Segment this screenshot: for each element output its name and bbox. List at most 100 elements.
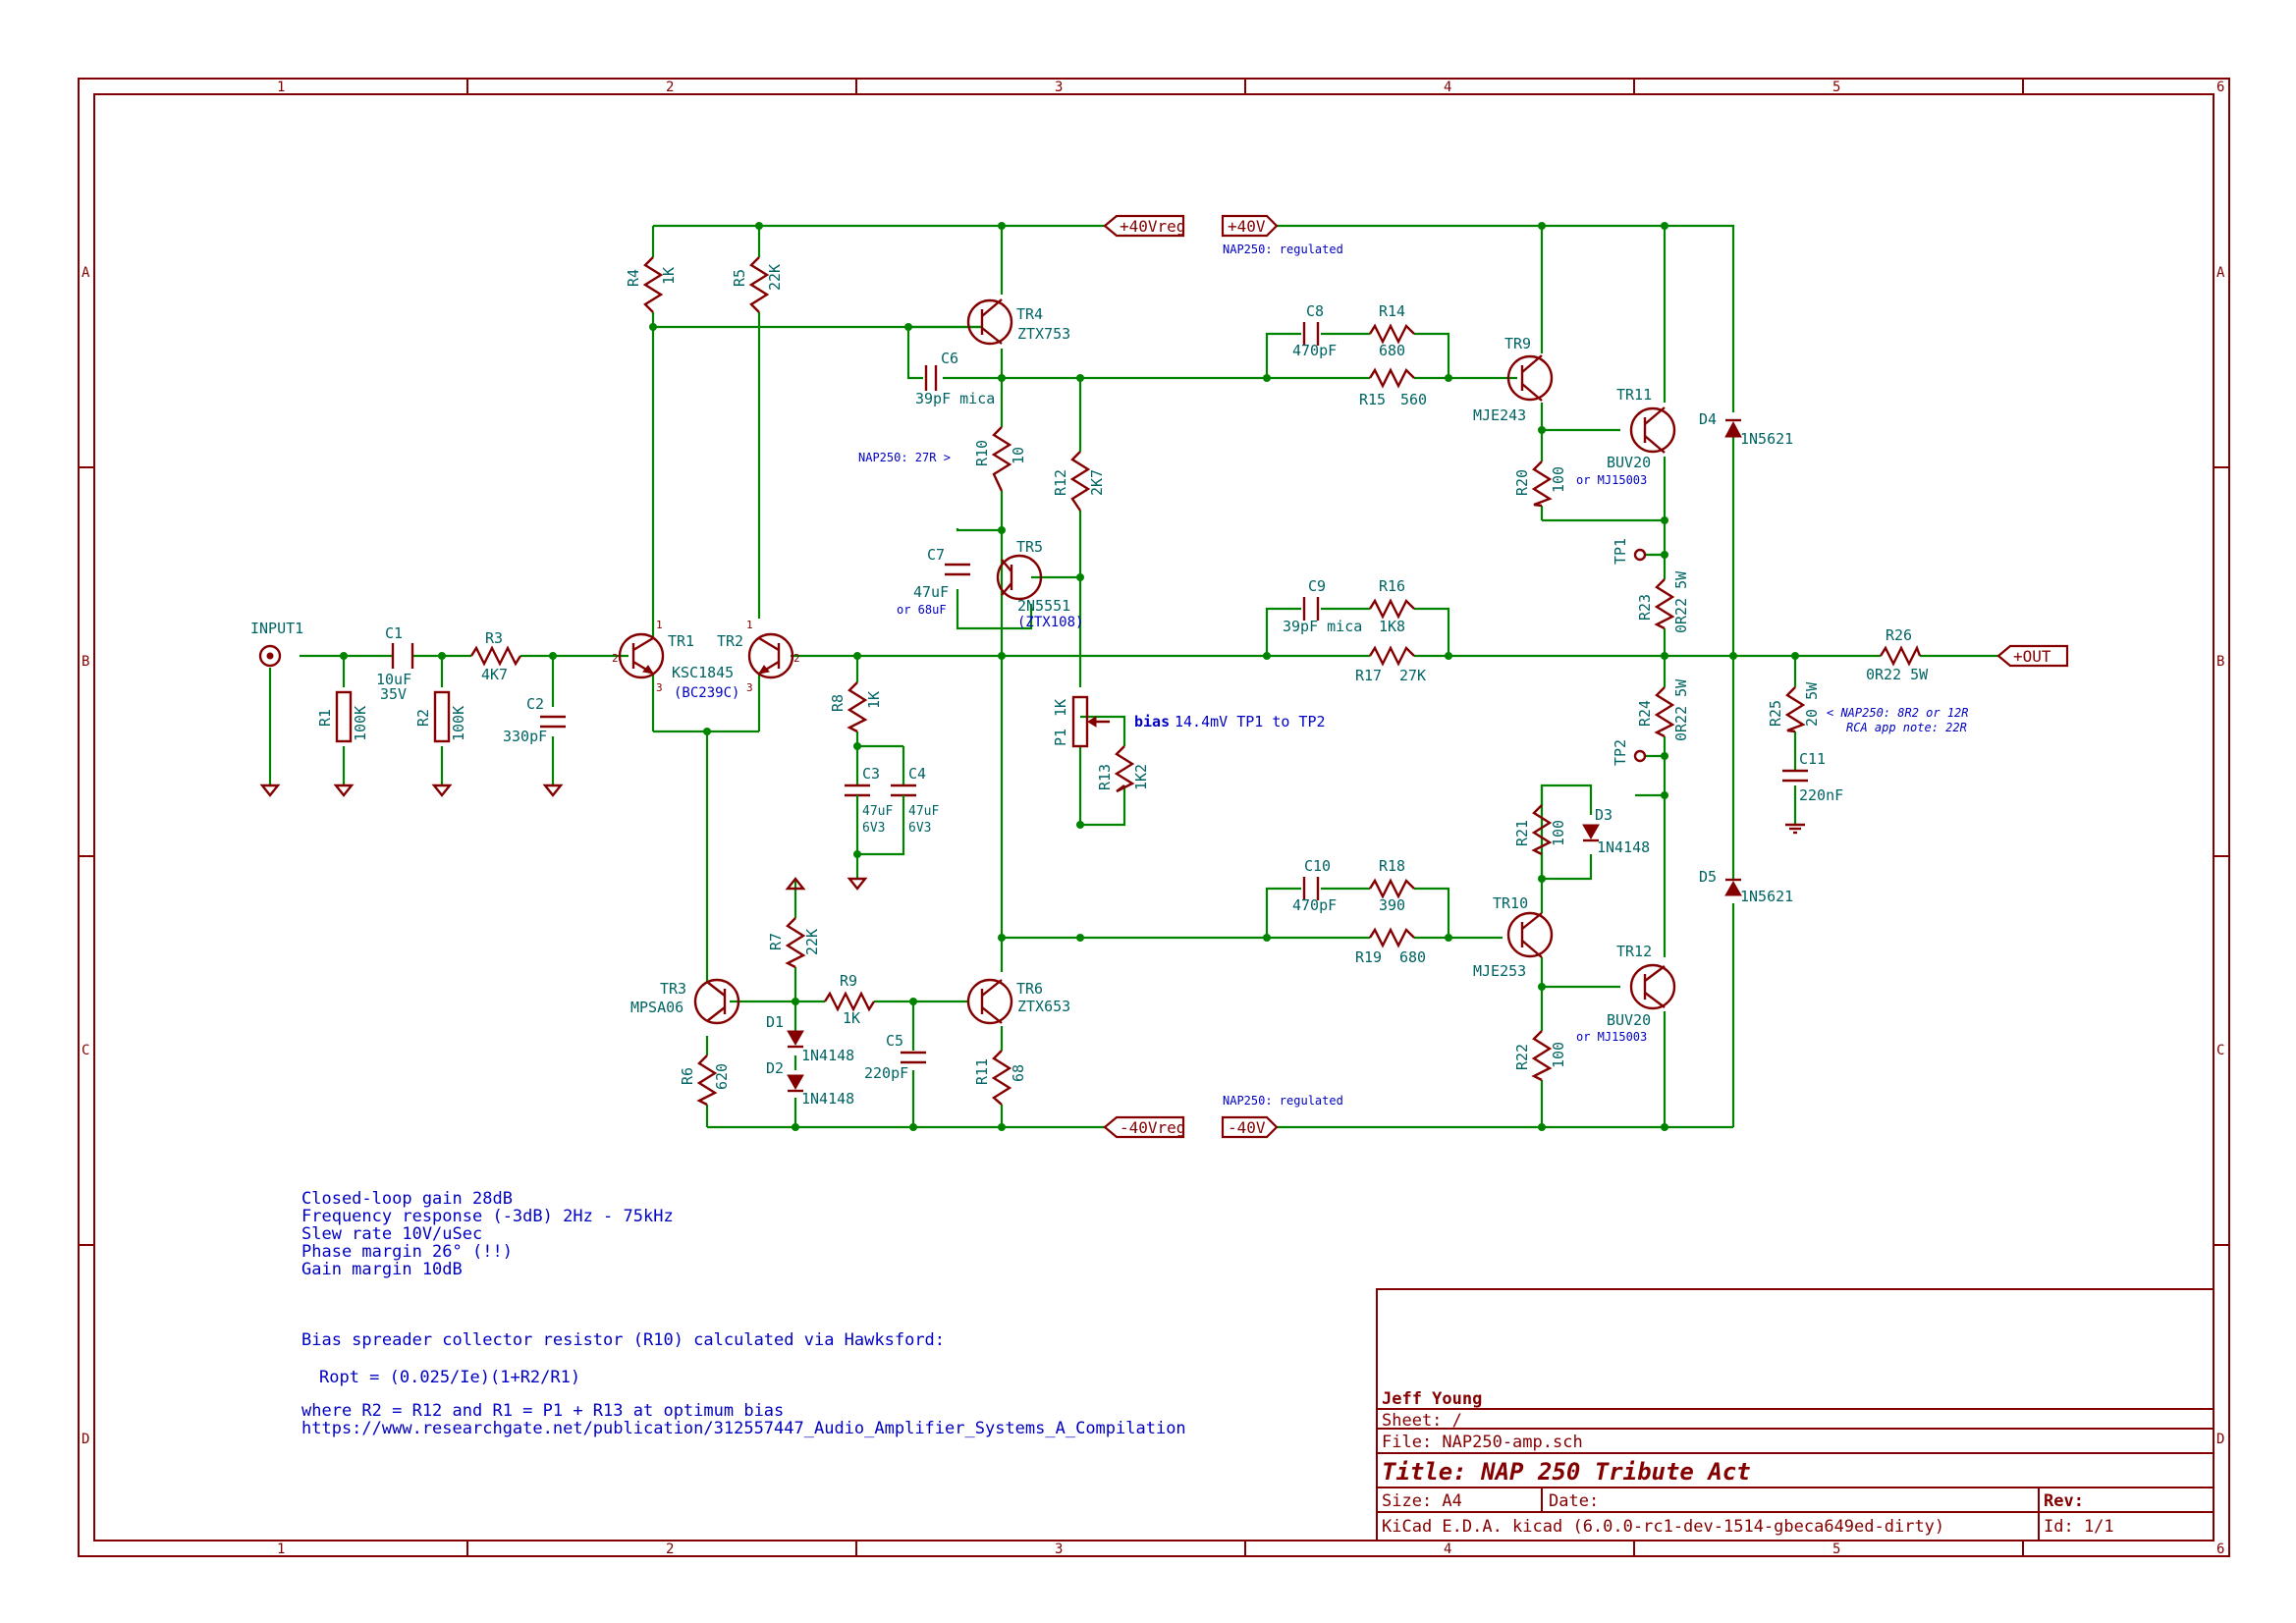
- r12-resistor[interactable]: R12 2K7: [1052, 451, 1106, 512]
- title-name: Title: NAP 250 Tribute Act: [1382, 1458, 1751, 1486]
- d5-diode[interactable]: D5 1N5621: [1699, 868, 1793, 905]
- nap-regulated-bottom: NAP250: regulated: [1223, 1094, 1343, 1108]
- power-label-p40[interactable]: +40V: [1221, 214, 1279, 238]
- r20-value: 100: [1550, 466, 1567, 493]
- c11-capacitor[interactable]: C11 220nF: [1782, 750, 1843, 804]
- tp2-testpoint[interactable]: TP2: [1612, 739, 1647, 766]
- svg-text:3: 3: [656, 681, 663, 694]
- tr11-transistor[interactable]: TR11 BUV20 or MJ15003: [1576, 386, 1676, 487]
- row-label-c: C: [82, 1043, 89, 1058]
- power-label-n40reg[interactable]: -40Vreg: [1103, 1115, 1185, 1139]
- tr2-transistor[interactable]: TR2 213: [717, 619, 800, 694]
- c3-voltage: 6V3: [862, 821, 885, 836]
- r20-resistor[interactable]: R20 100: [1513, 460, 1567, 508]
- c7-alt: or 68uF: [897, 603, 947, 617]
- spec-line: Slew rate 10V/uSec: [301, 1224, 482, 1244]
- tr10-transistor[interactable]: TR10 MJE253: [1473, 894, 1554, 980]
- r21-value: 100: [1550, 820, 1567, 846]
- svg-text:+40Vreg: +40Vreg: [1120, 217, 1185, 236]
- r26-resistor[interactable]: R26 0R22 5W: [1866, 626, 1929, 683]
- d2-diode[interactable]: D2 1N4148: [766, 1059, 854, 1108]
- svg-text:2: 2: [793, 652, 800, 665]
- c7-ref: C7: [927, 546, 945, 564]
- col-label-4: 4: [1444, 80, 1451, 95]
- tr5-transistor[interactable]: TR5 2N5551 (ZTX108): [996, 538, 1083, 630]
- d3-diode[interactable]: D3 1N4148: [1582, 806, 1650, 856]
- c3-capacitor[interactable]: C3 47uF 6V3: [845, 765, 893, 836]
- r15-resistor[interactable]: R15 560: [1359, 367, 1427, 408]
- r16-resistor[interactable]: R16 1K8: [1368, 577, 1415, 635]
- r2-resistor[interactable]: R2 100K: [414, 690, 467, 743]
- r24-resistor[interactable]: R24 0R22 5W: [1636, 678, 1690, 741]
- r14-resistor[interactable]: R14 680: [1368, 302, 1415, 359]
- tr4-transistor[interactable]: TR4 ZTX753: [966, 298, 1070, 346]
- r10-resistor[interactable]: R10 10 NAP250: 27R >: [858, 426, 1027, 492]
- r3-resistor[interactable]: R3 4K7: [469, 629, 522, 683]
- c9-ref: C9: [1308, 577, 1326, 595]
- r7-resistor[interactable]: R7 22K: [767, 917, 821, 969]
- tp1-testpoint[interactable]: TP1: [1612, 538, 1647, 565]
- r17-resistor[interactable]: R17 27K: [1355, 645, 1426, 684]
- col-label-1: 1: [277, 80, 285, 95]
- r18-resistor[interactable]: R18 390: [1368, 857, 1415, 914]
- r9-resistor[interactable]: R9 1K: [823, 972, 876, 1027]
- r23-value: 0R22 5W: [1672, 570, 1690, 633]
- r23-resistor[interactable]: R23 0R22 5W: [1636, 570, 1690, 633]
- title-file: File: NAP250-amp.sch: [1382, 1433, 1583, 1452]
- tr4-value: ZTX753: [1017, 325, 1070, 343]
- r22-resistor[interactable]: R22 100: [1513, 1030, 1567, 1082]
- input-connector[interactable]: INPUT1: [250, 620, 303, 668]
- c7-capacitor[interactable]: C7 47uF or 68uF: [897, 546, 970, 617]
- d1-diode[interactable]: D1 1N4148: [766, 1013, 854, 1064]
- power-label-p40reg[interactable]: +40Vreg: [1103, 214, 1185, 238]
- power-label-n40[interactable]: -40V: [1221, 1115, 1279, 1139]
- c8-capacitor[interactable]: C8 470pF: [1292, 302, 1337, 359]
- power-label-out[interactable]: +OUT: [1996, 644, 2069, 668]
- spec-notes: Closed-loop gain 28dB Frequency response…: [301, 1189, 1186, 1438]
- r2-value: 100K: [450, 706, 467, 741]
- title-company: Jeff Young: [1382, 1389, 1482, 1409]
- r19-resistor[interactable]: R19 680: [1355, 927, 1426, 966]
- tr9-value: MJE243: [1473, 406, 1526, 424]
- tr12-value: BUV20: [1607, 1011, 1651, 1029]
- c1-capacitor[interactable]: C1 10uF 35V: [376, 624, 414, 703]
- tr5-value: 2N5551: [1017, 597, 1070, 615]
- col-label-2: 2: [666, 80, 674, 95]
- r6-resistor[interactable]: R6 620: [679, 1055, 731, 1107]
- r1-resistor[interactable]: R1 100K: [316, 690, 369, 743]
- r11-resistor[interactable]: R11 68: [973, 1050, 1027, 1106]
- tr3-transistor[interactable]: TR3 MPSA06: [630, 978, 740, 1025]
- col-label-6: 6: [2216, 80, 2224, 95]
- r5-resistor[interactable]: R5 22K: [731, 256, 784, 313]
- r22-ref: R22: [1513, 1044, 1531, 1070]
- c5-value: 220pF: [864, 1064, 908, 1082]
- r4-value: 1K: [660, 267, 678, 285]
- tr1-transistor[interactable]: TR1 KSC1845 (BC239C) 213: [612, 619, 739, 701]
- tr12-transistor[interactable]: TR12 BUV20 or MJ15003: [1576, 943, 1676, 1044]
- r26-value: 0R22 5W: [1866, 666, 1929, 683]
- c4-capacitor[interactable]: C4 47uF 6V3: [891, 765, 939, 836]
- c9-capacitor[interactable]: C9 39pF mica: [1283, 577, 1362, 635]
- r13-resistor[interactable]: R13 1K2: [1096, 745, 1150, 793]
- c5-capacitor[interactable]: C5 220pF: [864, 1032, 926, 1082]
- title-date: Date:: [1549, 1491, 1599, 1511]
- c2-capacitor[interactable]: C2 330pF: [503, 695, 566, 745]
- d4-diode[interactable]: D4 1N5621: [1699, 410, 1793, 448]
- tr9-transistor[interactable]: TR9 MJE243: [1473, 335, 1554, 424]
- r19-ref: R19: [1355, 948, 1382, 966]
- row-label-d: D: [82, 1432, 89, 1447]
- r25-resistor[interactable]: R25 20 5W < NAP250: 8R2 or 12R RCA app n…: [1767, 681, 1969, 734]
- c10-capacitor[interactable]: C10 470pF: [1292, 857, 1337, 914]
- junction-dots: [340, 222, 1799, 1131]
- r8-resistor[interactable]: R8 1K: [829, 681, 883, 733]
- r24-value: 0R22 5W: [1672, 678, 1690, 741]
- r4-resistor[interactable]: R4 1K: [625, 256, 678, 313]
- p1-potentiometer[interactable]: P1 1K bias 14.4mV TP1 to TP2: [1052, 695, 1326, 748]
- input1-ref: INPUT1: [250, 620, 303, 637]
- r21-resistor[interactable]: R21 100: [1513, 804, 1567, 856]
- c6-capacitor[interactable]: C6 39pF mica: [915, 350, 995, 407]
- r16-value: 1K8: [1379, 618, 1405, 635]
- tr6-transistor[interactable]: TR6 ZTX653: [966, 978, 1070, 1025]
- ground-symbols: [259, 784, 1805, 891]
- d5-value: 1N5621: [1740, 888, 1793, 905]
